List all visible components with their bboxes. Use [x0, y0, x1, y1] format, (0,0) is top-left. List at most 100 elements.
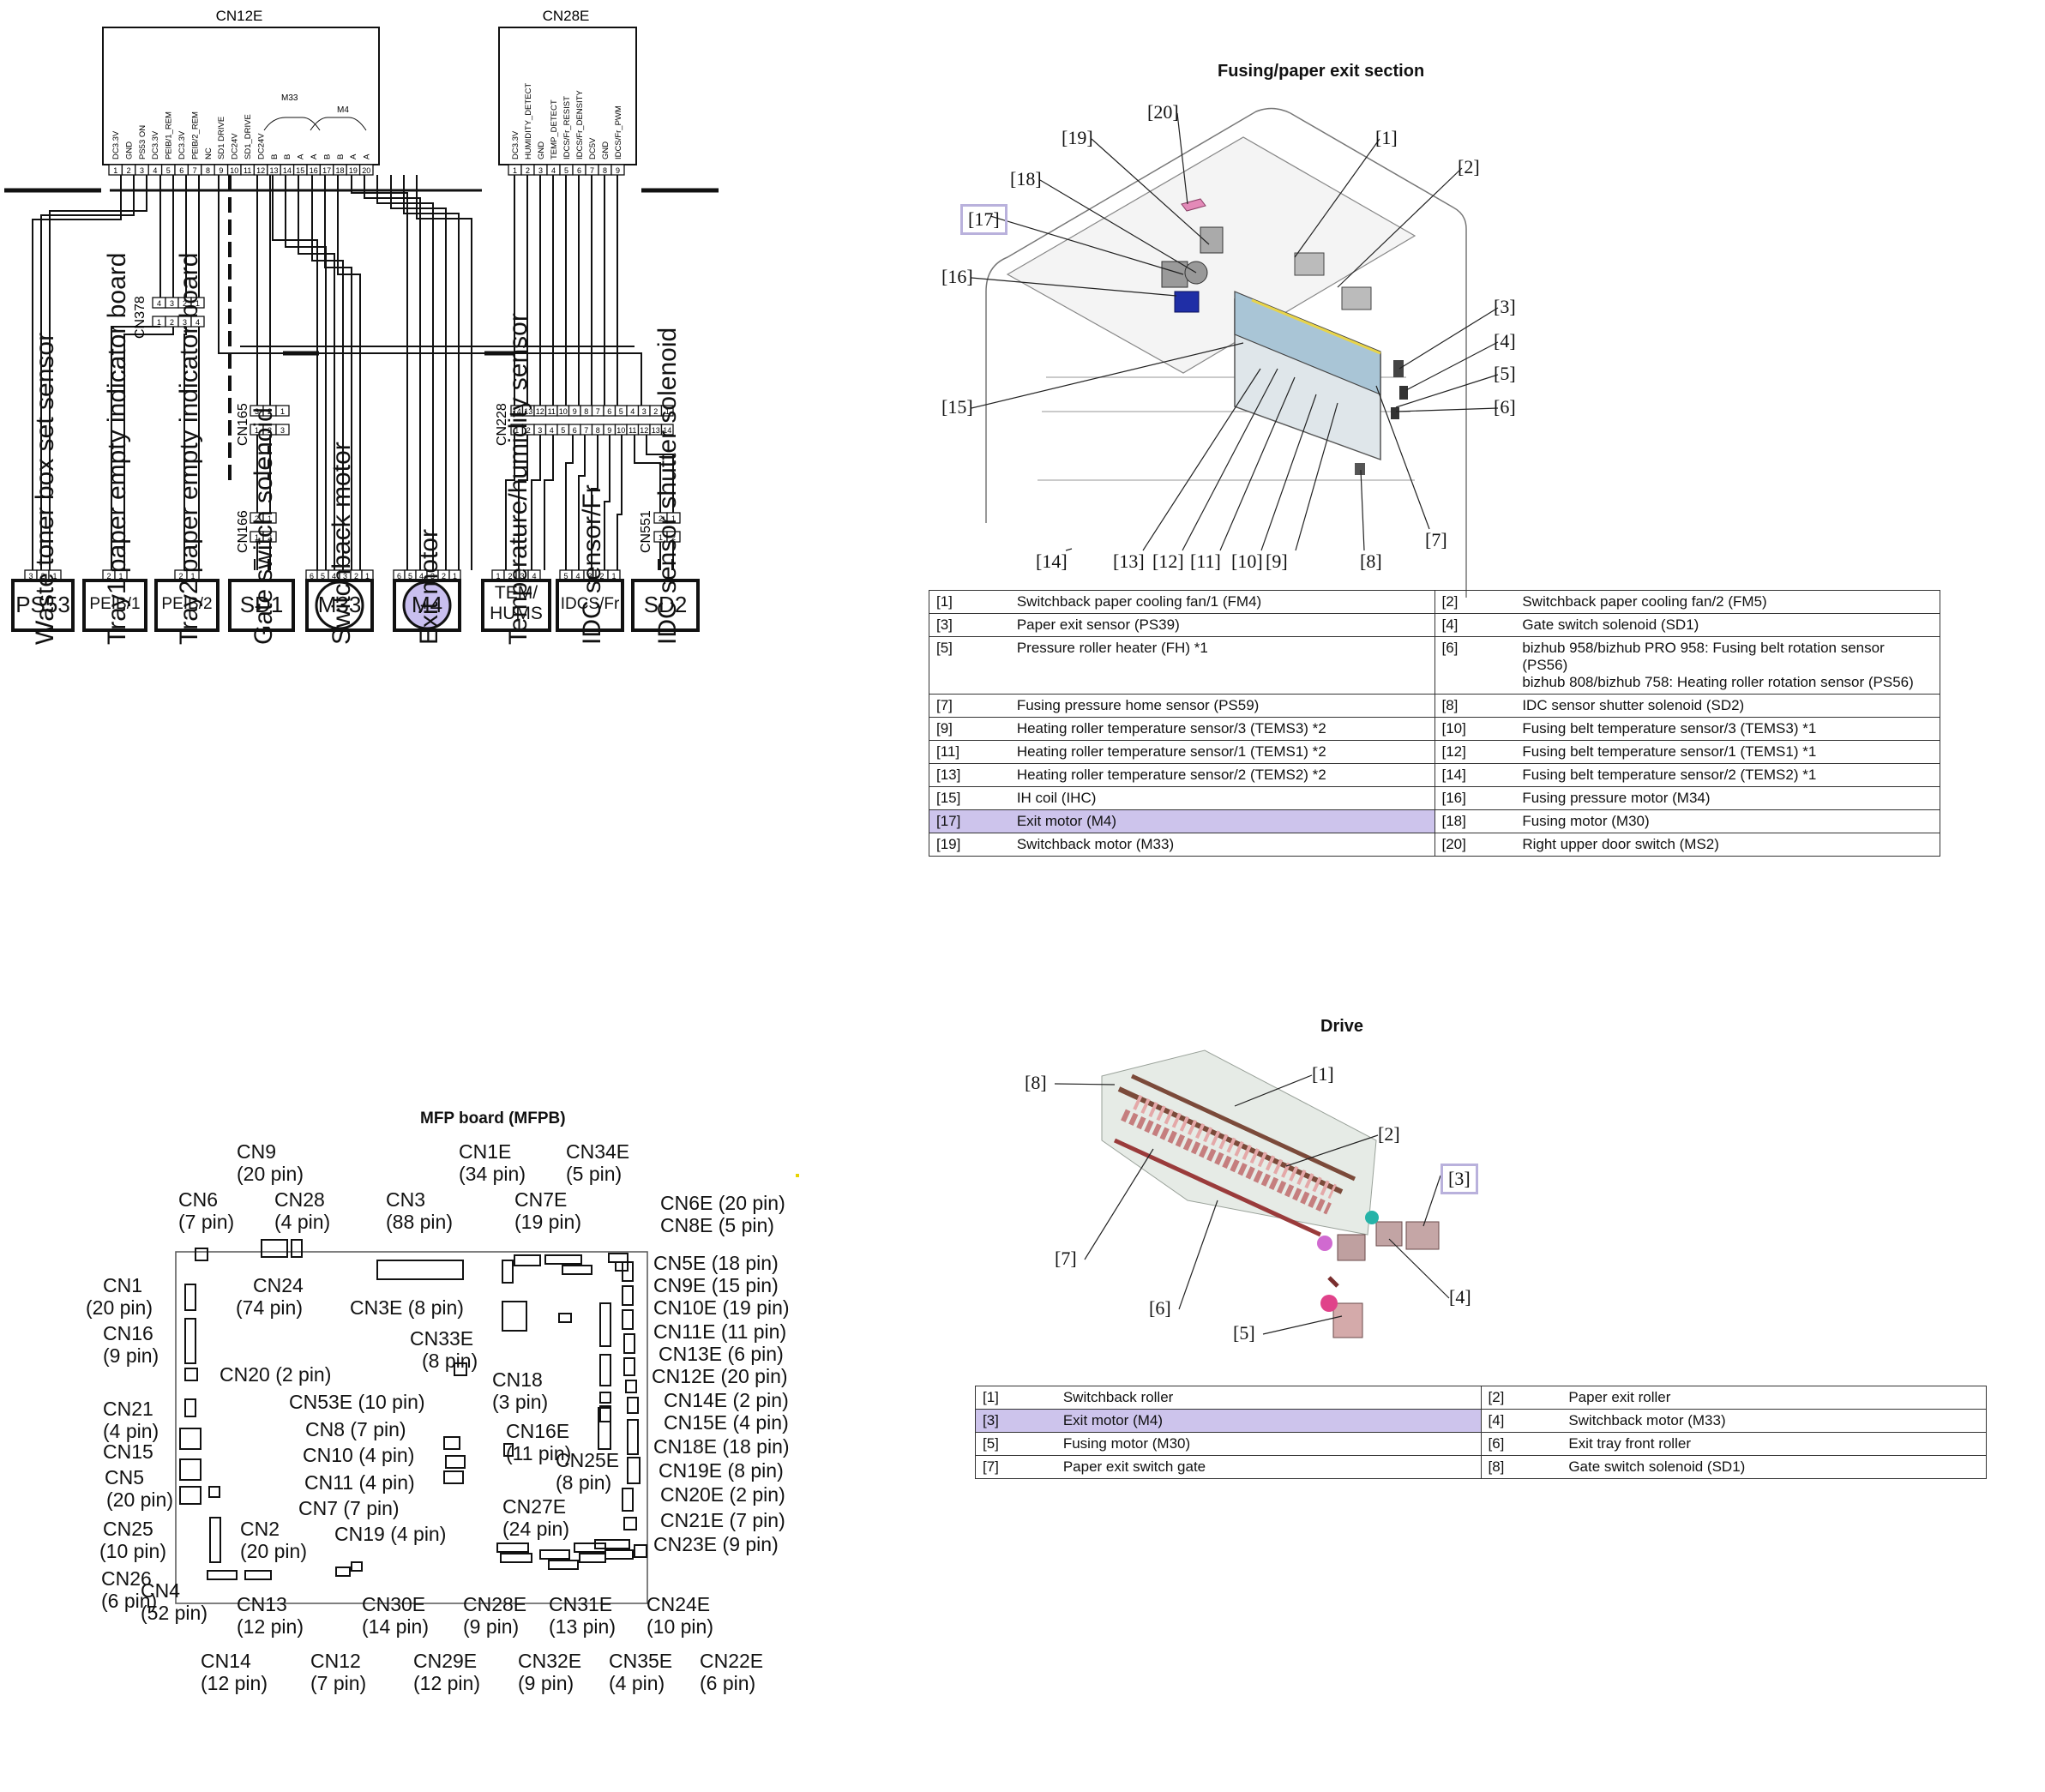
- cn12e-pin-number: 12: [256, 166, 265, 175]
- mfp-connector: [599, 1392, 611, 1404]
- cn12e-signal: A: [297, 153, 306, 159]
- fusing-callout: [7]: [1425, 529, 1447, 550]
- cn378-pin-number: 1: [157, 318, 161, 327]
- cn228-pin-number: 9: [607, 426, 611, 435]
- mfp-connector: [454, 1362, 467, 1376]
- legend-number: [3]: [928, 613, 1010, 637]
- component-pin-number: 1: [190, 572, 195, 580]
- component-pin-number: 2: [599, 572, 604, 580]
- mfp-connector-label: (13 pin): [549, 1615, 616, 1638]
- legend-number: [9]: [928, 717, 1010, 741]
- mfp-connector: [627, 1457, 641, 1484]
- component-box: [154, 579, 220, 632]
- cn378-label: CN378: [133, 296, 147, 339]
- mfp-connector: [544, 1254, 582, 1265]
- mfp-connector-label: (14 pin): [362, 1615, 429, 1638]
- component-code-peib1: PEIB/1: [89, 595, 141, 613]
- cn228-pin-number: 13: [652, 426, 660, 435]
- legend-text: Paper exit sensor (PS39): [1009, 613, 1435, 637]
- mfp-connector-label: (12 pin): [201, 1672, 268, 1694]
- mfp-connector-label: CN53E (10 pin): [289, 1391, 425, 1413]
- mfp-connector-label: CN15: [103, 1440, 153, 1463]
- component-box: [631, 579, 700, 632]
- cn12e-pin-number: 1: [113, 166, 117, 175]
- fusing-callout: [2]: [1458, 156, 1480, 177]
- legend-text: Heating roller temperature sensor/2 (TEM…: [1009, 763, 1435, 787]
- mfp-connector-label: CN9: [237, 1140, 277, 1163]
- mfp-title: MFP board (MFPB): [420, 1109, 566, 1128]
- cn12e-signal: DC3.3V: [111, 130, 121, 159]
- mfp-connector-label: (19 pin): [514, 1211, 581, 1233]
- mfp-connector: [376, 1260, 464, 1280]
- component-pin-number: 4: [332, 572, 336, 580]
- component-code-m4: M4: [411, 592, 443, 617]
- fusing-callout: [5]: [1494, 363, 1516, 384]
- legend-row: [7]Fusing pressure home sensor (PS59)[8]…: [928, 694, 1941, 718]
- cn228-pin-number: 6: [607, 407, 611, 416]
- component-pin-number: 3: [430, 572, 435, 580]
- mfp-connector-label: (20 pin): [106, 1488, 173, 1511]
- component-pin-number: 1: [611, 572, 616, 580]
- cn28e-pin-number: 2: [526, 166, 530, 175]
- legend-text: Gate switch solenoid (SD1): [1515, 613, 1941, 637]
- cn228-pin-number: 3: [538, 426, 542, 435]
- component-pin-number: 4: [419, 572, 424, 580]
- cn28e-signal: GND: [537, 141, 546, 159]
- mfp-connector-label: (88 pin): [386, 1211, 453, 1233]
- cn28e-pin-number: 5: [564, 166, 568, 175]
- mfp-connector: [244, 1570, 272, 1580]
- mfp-connector: [184, 1318, 196, 1364]
- mfp-connector-label: CN20 (2 pin): [220, 1363, 332, 1386]
- component-pin-number: 3: [520, 572, 524, 580]
- cn28e-title: CN28E: [543, 8, 590, 24]
- fusing-callout: [15]: [941, 396, 973, 418]
- legend-row: [1]Switchback roller[2]Paper exit roller: [974, 1386, 1988, 1410]
- legend-number: [11]: [928, 740, 1010, 764]
- legend-text: Switchback roller: [1056, 1386, 1482, 1410]
- legend-number: [20]: [1434, 833, 1516, 857]
- mfp-connector-label: CN11E (11 pin): [653, 1320, 787, 1343]
- component-label: Exit motor: [415, 528, 443, 645]
- legend-text: Exit motor (M4): [1009, 809, 1435, 833]
- mfp-connector-label: CN6: [178, 1188, 219, 1211]
- cn28e-signal: GND: [601, 141, 610, 159]
- mfp-connector-label: CN29E: [413, 1650, 478, 1672]
- cn12e-pin-number: 6: [179, 166, 183, 175]
- mfp-connector: [445, 1455, 466, 1469]
- mfp-connector-label: CN24E: [647, 1593, 711, 1615]
- legend-text: Heating roller temperature sensor/1 (TEM…: [1009, 740, 1435, 764]
- mfp-connector: [558, 1313, 572, 1323]
- legend-text: Fusing belt temperature sensor/3 (TEMS3)…: [1515, 717, 1941, 741]
- legend-number: [2]: [1434, 590, 1516, 614]
- component-pin-number: 6: [310, 572, 314, 580]
- mfp-connector-label: CN20E (2 pin): [660, 1483, 785, 1506]
- cn228-pin-number: 2: [526, 426, 531, 435]
- mfp-connector: [562, 1265, 592, 1275]
- cn12e-pin-number: 9: [219, 166, 223, 175]
- legend-row: [17]Exit motor (M4)[18]Fusing motor (M30…: [928, 809, 1941, 833]
- fusing-callout: [10]: [1231, 550, 1263, 572]
- mfp-connector-label: CN15E (4 pin): [664, 1411, 789, 1434]
- component-box: [82, 579, 147, 632]
- legend-text: Exit tray front roller: [1561, 1432, 1988, 1456]
- mfp-connector-label: CN7 (7 pin): [298, 1497, 400, 1519]
- mfp-connector: [503, 1443, 514, 1457]
- cn228-pin-number: 12: [536, 407, 544, 416]
- component-pin-number: 5: [408, 572, 412, 580]
- mfp-connector-label: CN3: [386, 1188, 426, 1211]
- mfp-connector: [539, 1549, 570, 1560]
- cn228-pin-number: 1: [514, 426, 519, 435]
- cn12e-pin: [358, 164, 374, 176]
- cn12e-signal: SD1 DRIVE: [217, 117, 226, 159]
- component-pin-number: 2: [106, 572, 111, 580]
- cn28e-signal: IDCS/Fr_PWM: [614, 105, 623, 159]
- mfp-connector-label: CN13: [237, 1593, 287, 1615]
- component-code-ps53: PS53: [15, 592, 70, 617]
- cn378-pin-number: 4: [195, 318, 200, 327]
- mfp-connector: [548, 1560, 579, 1570]
- cn165-pin-number: 2: [268, 426, 272, 435]
- mfp-connector: [179, 1428, 201, 1450]
- mfp-connector-label: CN7E: [514, 1188, 568, 1211]
- component-box: [228, 579, 295, 632]
- mfp-connector: [261, 1239, 288, 1258]
